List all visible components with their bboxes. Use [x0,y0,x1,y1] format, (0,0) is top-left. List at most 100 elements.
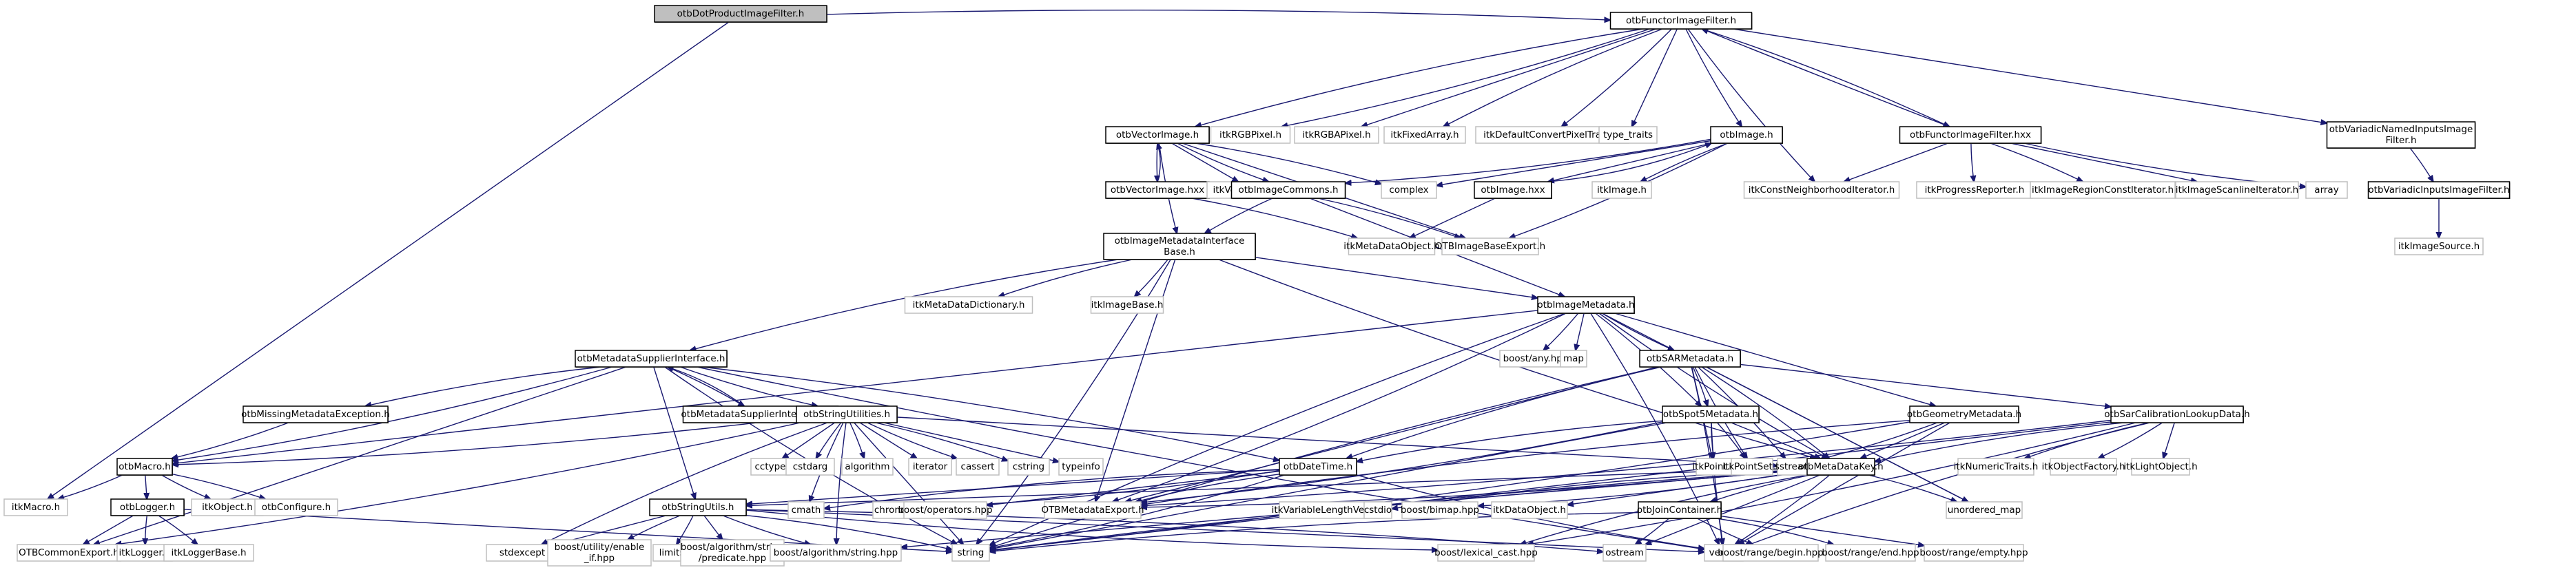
node-label: array [2314,184,2338,196]
node-box [243,405,389,423]
graph-node-vectorimagehxx[interactable]: otbVectorImage.hxx [1105,181,1210,199]
node-label: cstdarg [793,461,827,472]
graph-node-root[interactable]: otbDotProductImageFilter.h [654,5,827,23]
node-box [1638,501,1722,519]
node-box [1924,544,2024,562]
node-box [3,498,68,516]
node-label: ostream [1605,547,1644,558]
graph-node-sar-metadata[interactable]: otbSARMetadata.h [1639,350,1741,368]
node-label: sstream [1775,461,1812,472]
node-label: algorithm [845,461,889,472]
node-label: Base.h [1164,246,1195,257]
edge-otbImage-to-imageCommons [1346,138,1711,183]
edge-stringUtilities-to-otbCommonExport [115,422,801,545]
graph-node-functor[interactable]: otbFunctorImageFilter.h [1609,12,1753,30]
node-label: itkImageScanlineIterator.h [2176,184,2298,196]
edge-stringUtilities-to-cstdarg [816,422,842,458]
edge-functorhxx-to-itkProgress [1971,142,1974,182]
node-box [956,458,1000,476]
node-box [1591,181,1652,199]
node-label: boost/any.hpp [1503,353,1569,364]
edge-dateTime-to-boostOperators [987,470,1280,506]
edge-otbMacro-to-itkMacro [58,474,123,499]
graph-node-date-time[interactable]: otbDateTime.h [1279,458,1357,476]
graph-node-itk-image-source: itkImageSource.h [2394,237,2484,255]
node-label: itkRGBPixel.h [1219,129,1281,140]
node-label: itkImageSource.h [2398,241,2480,252]
node-box [1007,458,1050,476]
edge-sarCalib-to-itkObjectFactory [2099,422,2163,458]
graph-node-image-metadata[interactable]: otbImageMetadata.h [1537,296,1635,314]
node-box [1946,501,2023,519]
node-label: itkImageRegionConstIterator.h [2032,184,2174,196]
graph-node-boost-any: boost/any.hpp [1499,350,1572,368]
graph-node-vectorimage[interactable]: otbVectorImage.h [1105,126,1210,144]
graph-node-itk-r-g-b-a-pixel: itkRGBAPixel.h [1294,126,1379,144]
graph-node-sar-calib[interactable]: otbSarCalibrationLookupData.h [2104,405,2250,423]
node-box [1437,544,1535,562]
graph-node-itk-object: itkObject.h [191,498,264,516]
graph-node-otb-logger[interactable]: otbLogger.h [110,498,185,516]
graph-node-functorhxx[interactable]: otbFunctorImageFilter.hxx [1899,126,2042,144]
edge-spot5-to-mdKey [1731,422,1820,458]
node-label: itkNumericTraits.h [1954,461,2039,472]
node-box [2326,121,2476,149]
graph-node-itk-point-set: itkPointSet.h [1722,458,1782,476]
graph-node-itk-point: itkPoint.h [1692,458,1736,476]
node-label: otbMissingMetadataException.h [241,409,390,420]
node-label: otbImageCommons.h [1238,184,1338,196]
graph-node-ostream: ostream [1603,544,1647,562]
graph-node-image-commons[interactable]: otbImageCommons.h [1230,181,1346,199]
node-label: itkObject.h [202,502,253,513]
node-box [116,458,173,476]
graph-node-itk-image: itkImage.h [1591,181,1652,199]
node-label: otbImageMetadataInterface [1115,235,1245,246]
node-box [951,544,990,562]
graph-node-missing-md[interactable]: otbMissingMetadataException.h [241,405,390,423]
node-box [547,539,652,567]
graph-node-otb-macro[interactable]: otbMacro.h [116,458,173,476]
edge-vectorimage-to-complex [1195,142,1381,184]
node-box [1090,296,1164,314]
node-label: otbSARMetadata.h [1647,353,1733,364]
graph-node-geometry-md[interactable]: otbGeometryMetadata.h [1907,405,2021,423]
edge-sarCalib-to-string [989,421,2112,551]
edge-otbImage-to-itkImage [1640,142,1729,182]
edge-stringUtilities-to-boostString [836,422,847,545]
node-label: otbStringUtilities.h [803,409,890,420]
graph-node-string-utils[interactable]: otbStringUtils.h [649,498,747,516]
node-label: OTBMetadataExport.h [1041,505,1144,516]
graph-node-spot5[interactable]: otbSpot5Metadata.h [1662,405,1760,423]
graph-node-string-utilities[interactable]: otbStringUtilities.h [796,405,898,423]
edge-imdInterface-to-itkMetaDataDict [998,259,1133,297]
node-label: otbVectorImage.hxx [1111,184,1204,196]
edge-spot5-to-otbMdExport [1141,421,1663,503]
edge-mdKey-to-ostream [1645,474,1821,545]
graph-node-otb-imagehxx[interactable]: otbImage.hxx [1474,181,1552,199]
graph-node-otb-common-export: OTBCommonExport.h [17,544,121,562]
edge-dateTime-to-cmath [824,469,1280,509]
graph-node-otb-image[interactable]: otbImage.h [1710,126,1783,144]
graph-node-iterator: iterator [908,458,952,476]
edge-otbImage-to-complex [1436,140,1711,186]
graph-node-md-supplier[interactable]: otbMetadataSupplierInterface.h [575,350,728,368]
node-label: boost/range/end.hpp [1822,547,1919,558]
node-label: otbImage.hxx [1481,184,1545,196]
node-box [1383,126,1466,144]
graph-node-sstream: sstream [1775,458,1812,476]
graph-node-algorithm: algorithm [841,458,894,476]
graph-node-variadic-inputs[interactable]: otbVariadicInputsImageFilter.h [2367,181,2511,199]
edge-vectorimage-to-imageCommons [1177,142,1269,182]
edge-functor-to-itkFixedArray [1443,28,1663,127]
graph-node-join-container[interactable]: otbJoinContainer.h [1637,501,1722,519]
node-label: limits [659,547,685,558]
graph-node-md-key[interactable]: otbMetaDataKey.h [1798,458,1884,476]
node-label: itkLogger.h [119,547,170,558]
graph-node-otb-configure: otbConfigure.h [254,498,338,516]
edge-otbImagehxx-to-itkMetaDataObject [1410,198,1496,238]
edge-sarMetadata-to-mdKey [1701,366,1830,458]
node-label: cctype [754,461,785,472]
graph-node-boost-string: boost/algorithm/string.hpp [770,544,902,562]
